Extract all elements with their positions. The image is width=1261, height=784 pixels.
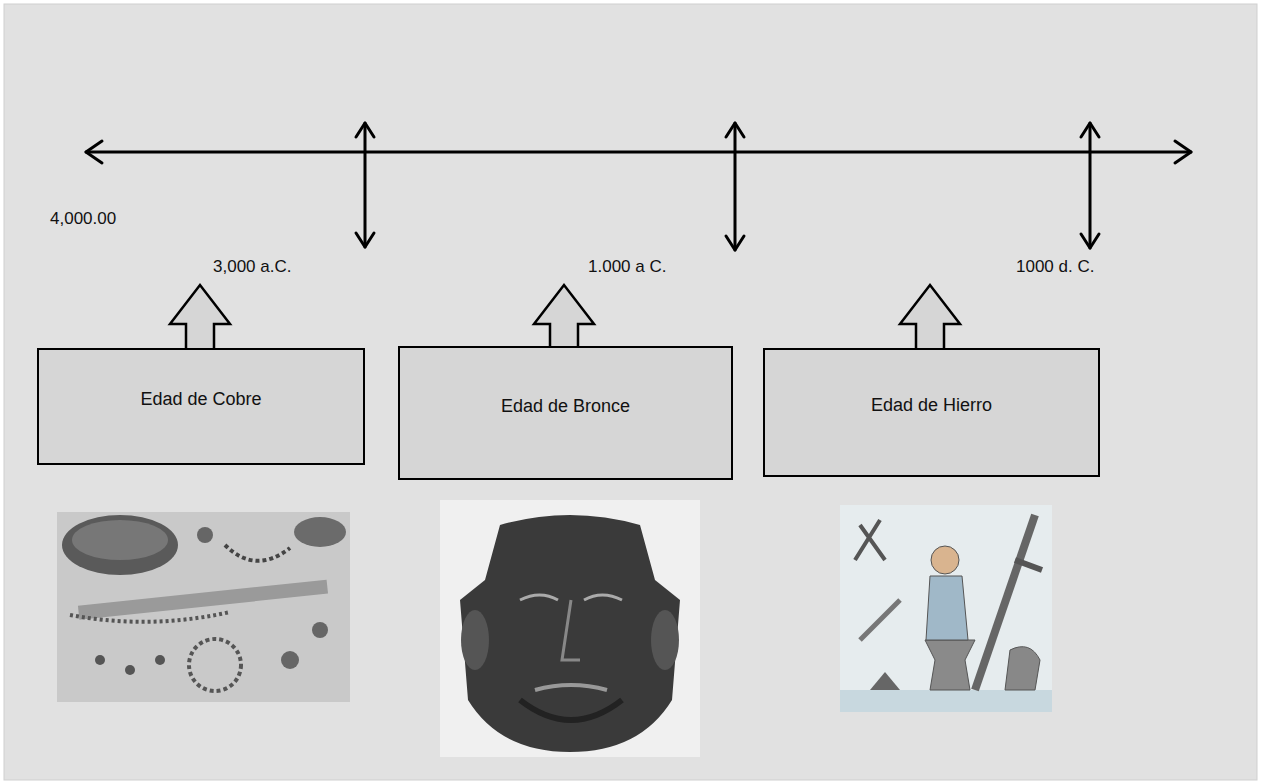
box-title: Edad de Cobre: [140, 389, 261, 410]
necklace: [189, 639, 241, 691]
ornament: [281, 651, 299, 669]
photo-ground: [57, 512, 350, 702]
tick-arrow: [364, 123, 367, 247]
mask-beard: [520, 700, 622, 720]
sword-guard: [1015, 560, 1042, 570]
bead: [155, 655, 165, 665]
smith-body: [926, 576, 968, 640]
photo-ground: [440, 500, 700, 757]
tongs: [855, 520, 885, 560]
box-title: Edad de Hierro: [871, 395, 992, 416]
mask-ear: [651, 610, 679, 670]
pot: [1005, 647, 1040, 690]
block-arrow: [170, 285, 230, 350]
necklace: [225, 545, 290, 561]
arrow-head: [356, 233, 374, 247]
timeline-axis: [86, 151, 1191, 154]
tick-arrow: [1089, 123, 1092, 248]
arrow-head: [726, 123, 744, 137]
age-box: Edad de Hierro: [763, 348, 1100, 477]
anvil: [925, 640, 975, 690]
ornament: [312, 622, 328, 638]
block-arrow: [534, 285, 594, 348]
smith-head: [931, 546, 959, 574]
bowl: [294, 517, 346, 547]
block-arrow: [900, 285, 960, 350]
mask-eye: [584, 595, 622, 600]
bronze-mask-picture: [440, 500, 700, 757]
copper-artifacts-picture: [57, 512, 350, 702]
age-box: Edad de Cobre: [37, 348, 365, 465]
tick-arrow: [734, 123, 737, 250]
ironworker-picture: [840, 505, 1052, 712]
ornament: [197, 527, 213, 543]
mask-mouth: [535, 685, 607, 690]
band: [78, 580, 328, 620]
pot: [62, 515, 178, 575]
mask-ear: [461, 610, 489, 670]
date-label: 1000 d. C.: [1016, 257, 1094, 277]
date-label: 1.000 a C.: [588, 257, 666, 277]
floor: [840, 690, 1052, 712]
timeline: [86, 123, 1191, 250]
arrow-head: [356, 123, 374, 137]
necklace: [70, 612, 230, 622]
background-panel: [4, 4, 1257, 780]
hammer: [860, 600, 900, 640]
arrow-head: [1081, 123, 1099, 137]
age-box: Edad de Bronce: [398, 346, 733, 480]
arrowhead-tool: [870, 672, 900, 690]
mask-nose: [562, 600, 580, 660]
arrow-head: [1175, 141, 1191, 163]
box-title: Edad de Bronce: [501, 396, 630, 417]
date-label: 3,000 a.C.: [213, 257, 291, 277]
arrow-head: [86, 141, 102, 163]
mask: [460, 515, 680, 752]
pot-rim: [72, 520, 168, 560]
bead: [95, 655, 105, 665]
arrow-head: [1081, 234, 1099, 248]
picture-ground: [840, 505, 1052, 712]
arrow-head: [726, 236, 744, 250]
date-label: 4,000.00: [50, 209, 116, 229]
bead: [125, 665, 135, 675]
block-arrows: [170, 285, 960, 350]
mask-eye: [520, 595, 558, 600]
